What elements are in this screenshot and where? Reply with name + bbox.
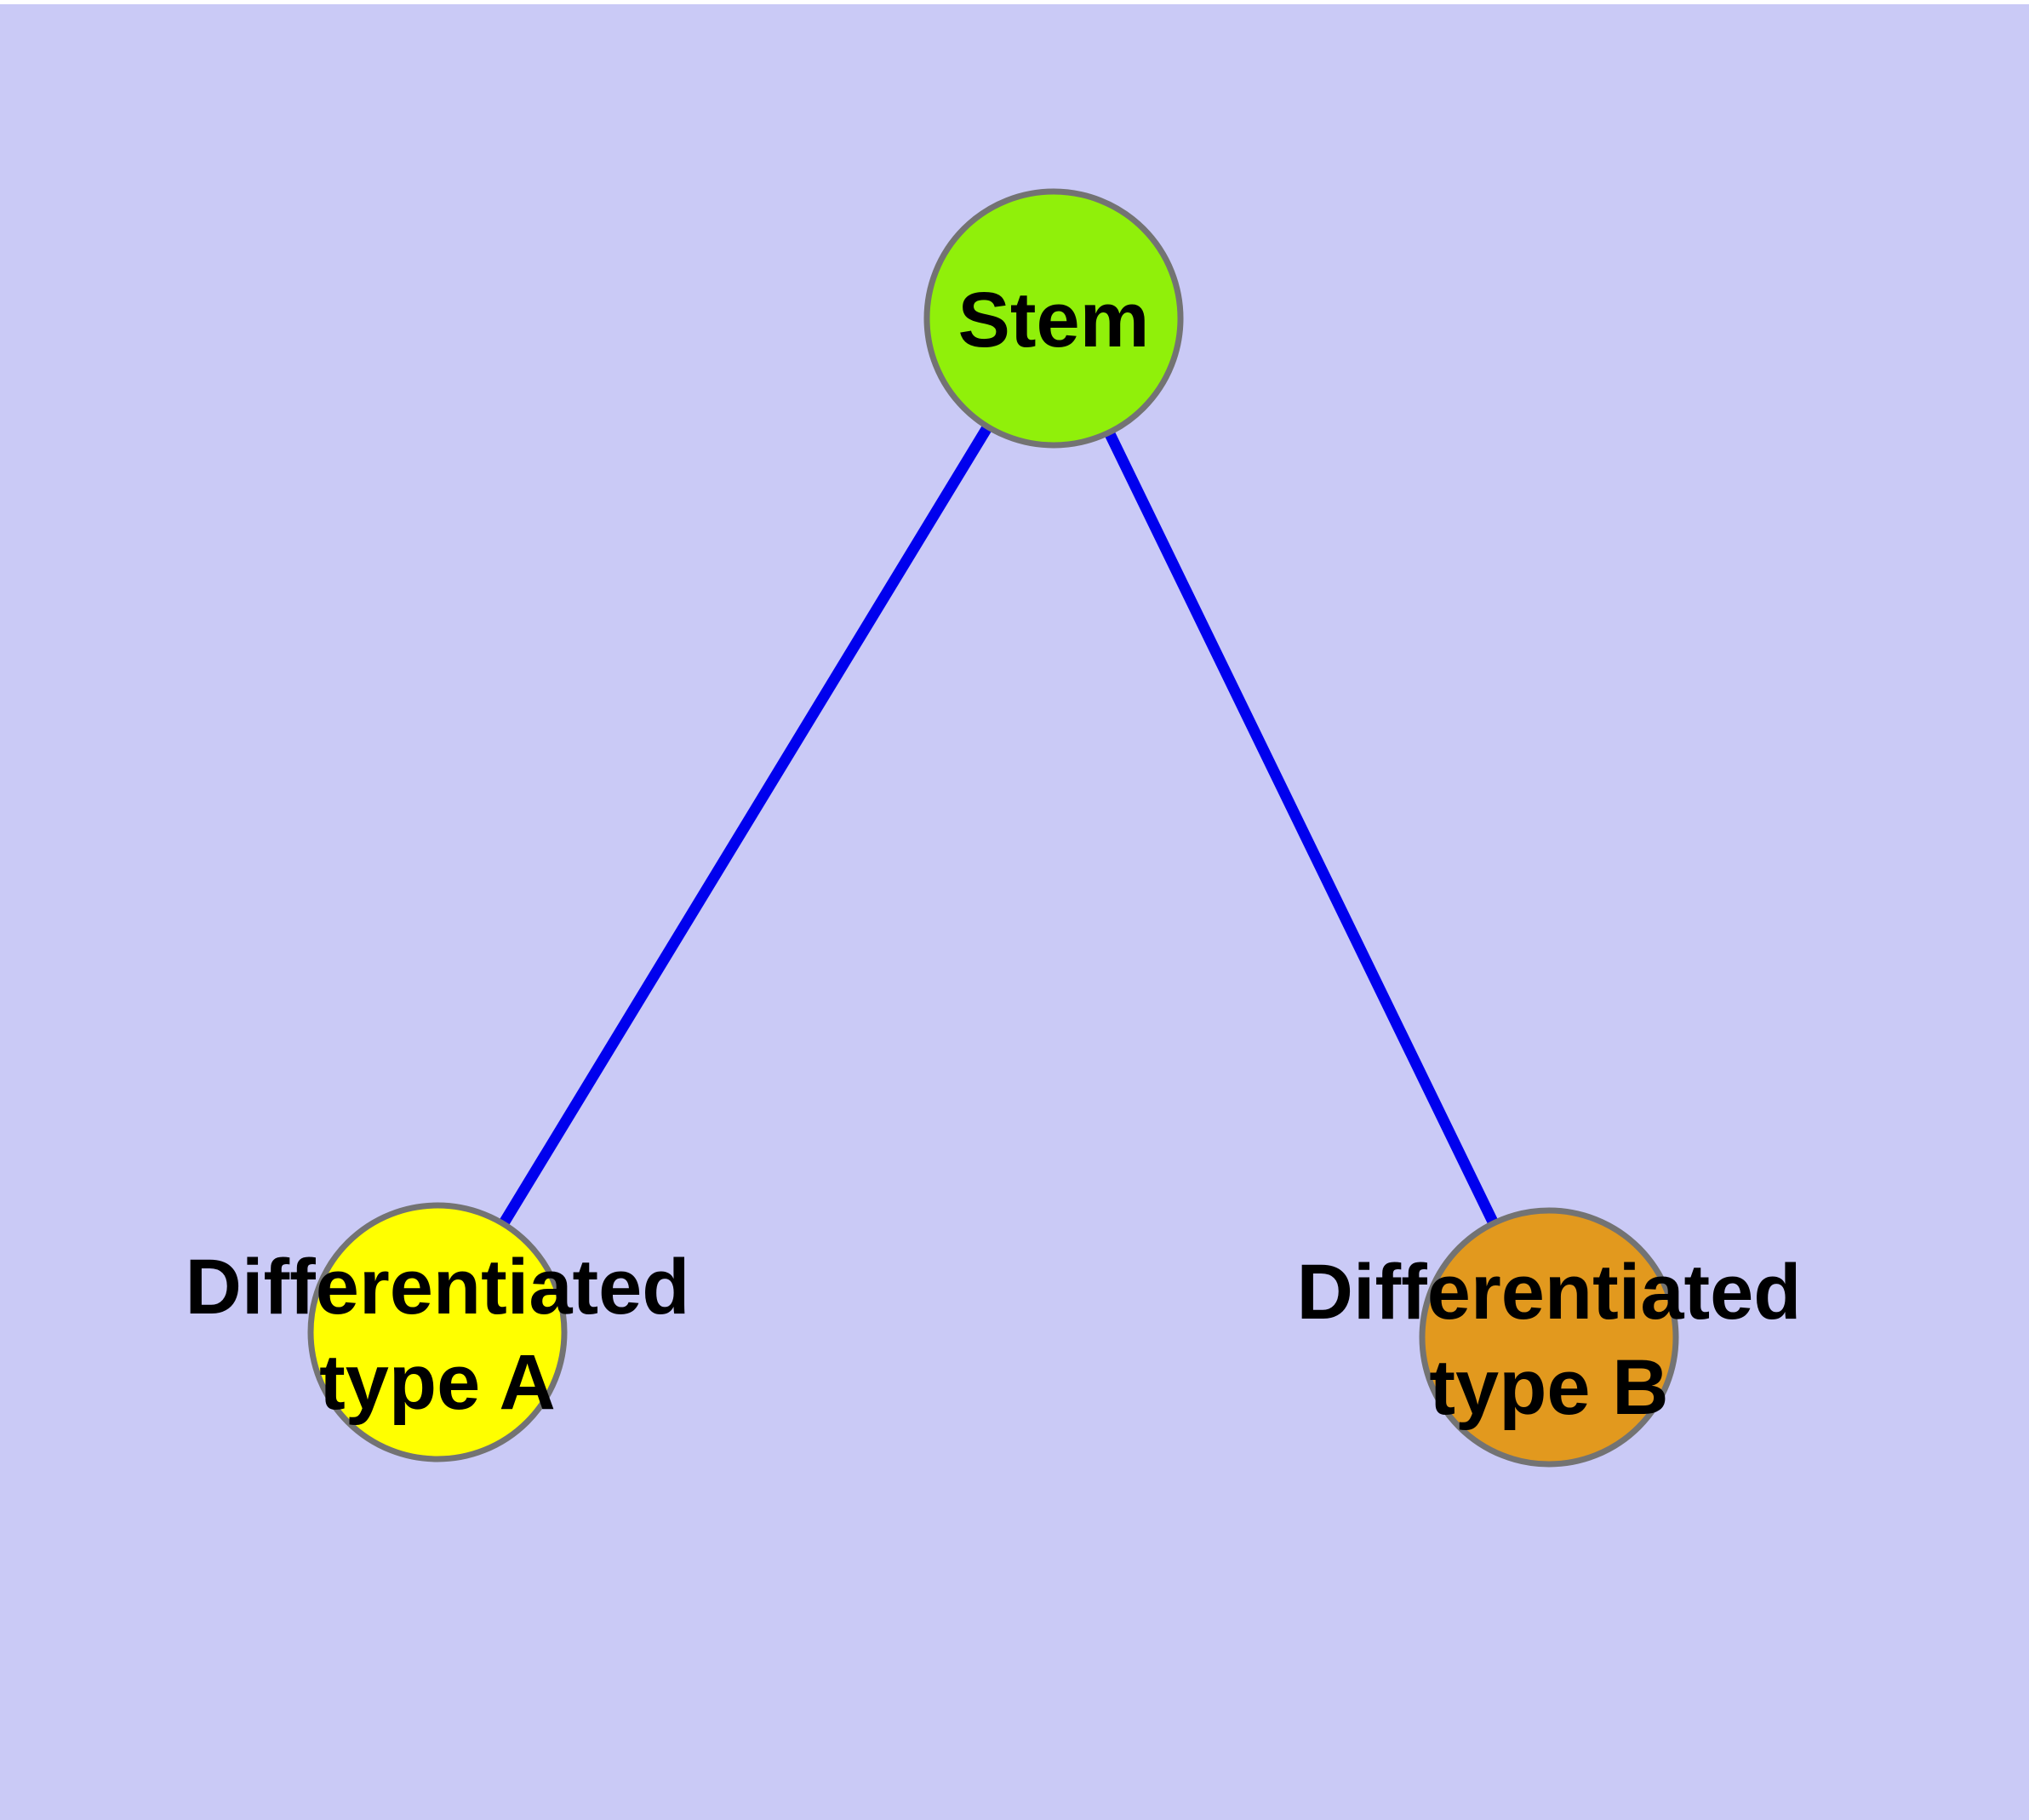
node-type-b-label-line2: type B: [1429, 1344, 1668, 1431]
node-differentiated-type-a: Differentiated type A: [186, 1202, 690, 1462]
node-type-b-label-line1: Differentiated: [1297, 1249, 1802, 1336]
node-type-a-label-line1: Differentiated: [186, 1244, 690, 1331]
edges: [432, 315, 1554, 1340]
node-differentiated-type-b: Differentiated type B: [1297, 1207, 1802, 1468]
edge-stem-to-type-b: [1049, 316, 1554, 1340]
node-type-a-circle: [307, 1202, 568, 1462]
node-type-a-label-line2: type A: [319, 1339, 556, 1426]
edge-stem-to-type-a: [432, 315, 1059, 1336]
node-stem-label: Stem: [958, 277, 1150, 363]
node-type-b-circle: [1419, 1207, 1679, 1468]
node-stem-circle: [923, 188, 1184, 449]
node-stem: Stem: [923, 188, 1184, 449]
